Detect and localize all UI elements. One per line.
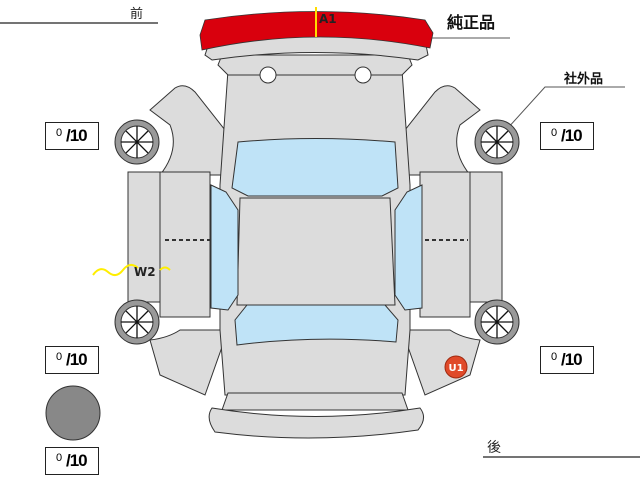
spare-tire-icon — [45, 385, 101, 441]
tread-value: 0 — [551, 351, 558, 363]
tire-tread-front-right[interactable]: 0/10 — [540, 122, 594, 150]
tire-tread-spare[interactable]: 0/10 — [45, 447, 99, 475]
aftermarket-leader-line — [496, 86, 625, 141]
mark-w2[interactable]: W2 — [134, 265, 156, 279]
front-left-fender[interactable] — [149, 85, 226, 176]
tread-max: /10 — [66, 126, 88, 145]
left-door-sill[interactable] — [127, 171, 163, 303]
u1-marker[interactable] — [444, 355, 468, 379]
right-side-window[interactable] — [394, 184, 423, 311]
tread-value: 0 — [56, 452, 63, 464]
wheel-front-right[interactable] — [474, 119, 520, 165]
tread-max: /10 — [66, 451, 88, 470]
tread-value: 0 — [56, 127, 63, 139]
tread-max: /10 — [561, 350, 583, 369]
left-side-window[interactable] — [210, 184, 239, 311]
mark-u1: U1 — [448, 363, 463, 374]
front-label: 前 — [130, 6, 143, 22]
front-grille — [217, 54, 413, 76]
rear-left-fender[interactable] — [149, 329, 229, 396]
front-right-fender[interactable] — [404, 85, 481, 176]
tire-tread-rear-right[interactable]: 0/10 — [540, 346, 594, 374]
tread-max: /10 — [561, 126, 583, 145]
wheels — [114, 119, 520, 345]
w2-wave-marker — [92, 264, 171, 276]
windshield[interactable] — [231, 138, 399, 197]
right-door-sill[interactable] — [467, 171, 503, 303]
roof[interactable] — [236, 197, 396, 306]
tread-value: 0 — [551, 127, 558, 139]
wheel-rear-left[interactable] — [114, 299, 160, 345]
tire-tread-front-left[interactable]: 0/10 — [45, 122, 99, 150]
rear-panel — [221, 392, 409, 411]
tread-value: 0 — [56, 351, 63, 363]
aftermarket-label: 社外品 — [563, 71, 603, 87]
left-headlight — [259, 66, 277, 84]
left-doors[interactable] — [159, 171, 211, 318]
rear-bumper[interactable] — [208, 407, 424, 439]
tread-max: /10 — [66, 350, 88, 369]
right-headlight — [354, 66, 372, 84]
rear-right-fender[interactable] — [401, 329, 481, 396]
wheel-rear-right[interactable] — [474, 299, 520, 345]
tire-tread-rear-left[interactable]: 0/10 — [45, 346, 99, 374]
rear-label: 後 — [487, 440, 501, 456]
wheel-front-left[interactable] — [114, 119, 160, 165]
mark-a1[interactable]: A1 — [319, 12, 337, 26]
right-doors[interactable] — [419, 171, 471, 318]
rear-window[interactable] — [234, 304, 399, 346]
genuine-label: 純正品 — [447, 13, 495, 32]
